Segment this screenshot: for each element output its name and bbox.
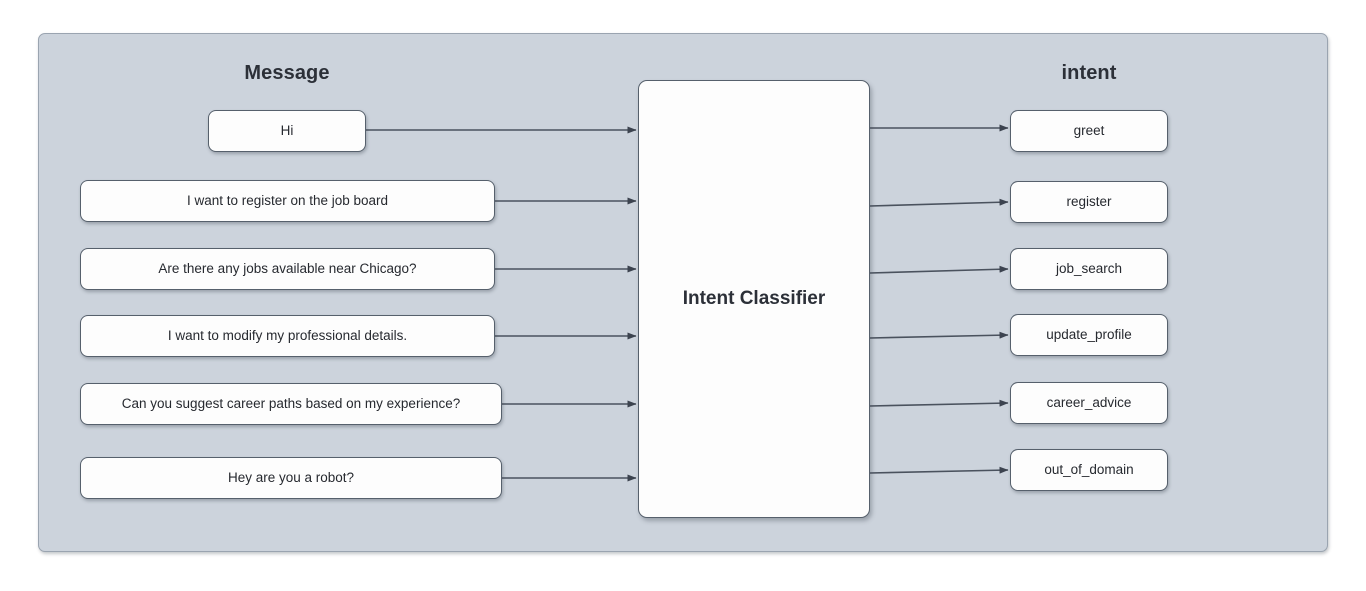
message-node-update-profile[interactable]: I want to modify my professional details…: [80, 315, 495, 357]
intent-node-update-profile[interactable]: update_profile: [1010, 314, 1168, 356]
intent-node-label: greet: [1073, 123, 1105, 139]
message-node-greet[interactable]: Hi: [208, 110, 366, 152]
intent-node-label: job_search: [1055, 261, 1123, 277]
intent-node-label: career_advice: [1046, 395, 1132, 411]
intent-node-label: out_of_domain: [1044, 462, 1134, 478]
intent-node-job-search[interactable]: job_search: [1010, 248, 1168, 290]
intent-classifier-label: Intent Classifier: [682, 288, 826, 309]
intent-node-register[interactable]: register: [1010, 181, 1168, 223]
message-node-label: Hi: [280, 123, 294, 139]
intent-node-career-advice[interactable]: career_advice: [1010, 382, 1168, 424]
message-node-label: Can you suggest career paths based on my…: [121, 396, 461, 412]
intent-classifier-node[interactable]: Intent Classifier: [638, 80, 870, 518]
intent-node-label: register: [1066, 194, 1112, 210]
intent-node-label: update_profile: [1046, 327, 1132, 343]
message-node-out-of-domain[interactable]: Hey are you a robot?: [80, 457, 502, 499]
message-column-heading: Message: [244, 62, 330, 84]
intent-column-heading: intent: [1061, 62, 1117, 84]
message-node-label: Are there any jobs available near Chicag…: [158, 261, 417, 277]
intent-node-greet[interactable]: greet: [1010, 110, 1168, 152]
message-node-career-advice[interactable]: Can you suggest career paths based on my…: [80, 383, 502, 425]
message-node-label: Hey are you a robot?: [227, 470, 355, 486]
message-node-label: I want to modify my professional details…: [167, 328, 408, 344]
message-node-job-search[interactable]: Are there any jobs available near Chicag…: [80, 248, 495, 290]
message-node-register[interactable]: I want to register on the job board: [80, 180, 495, 222]
message-node-label: I want to register on the job board: [186, 193, 389, 209]
intent-node-out-of-domain[interactable]: out_of_domain: [1010, 449, 1168, 491]
